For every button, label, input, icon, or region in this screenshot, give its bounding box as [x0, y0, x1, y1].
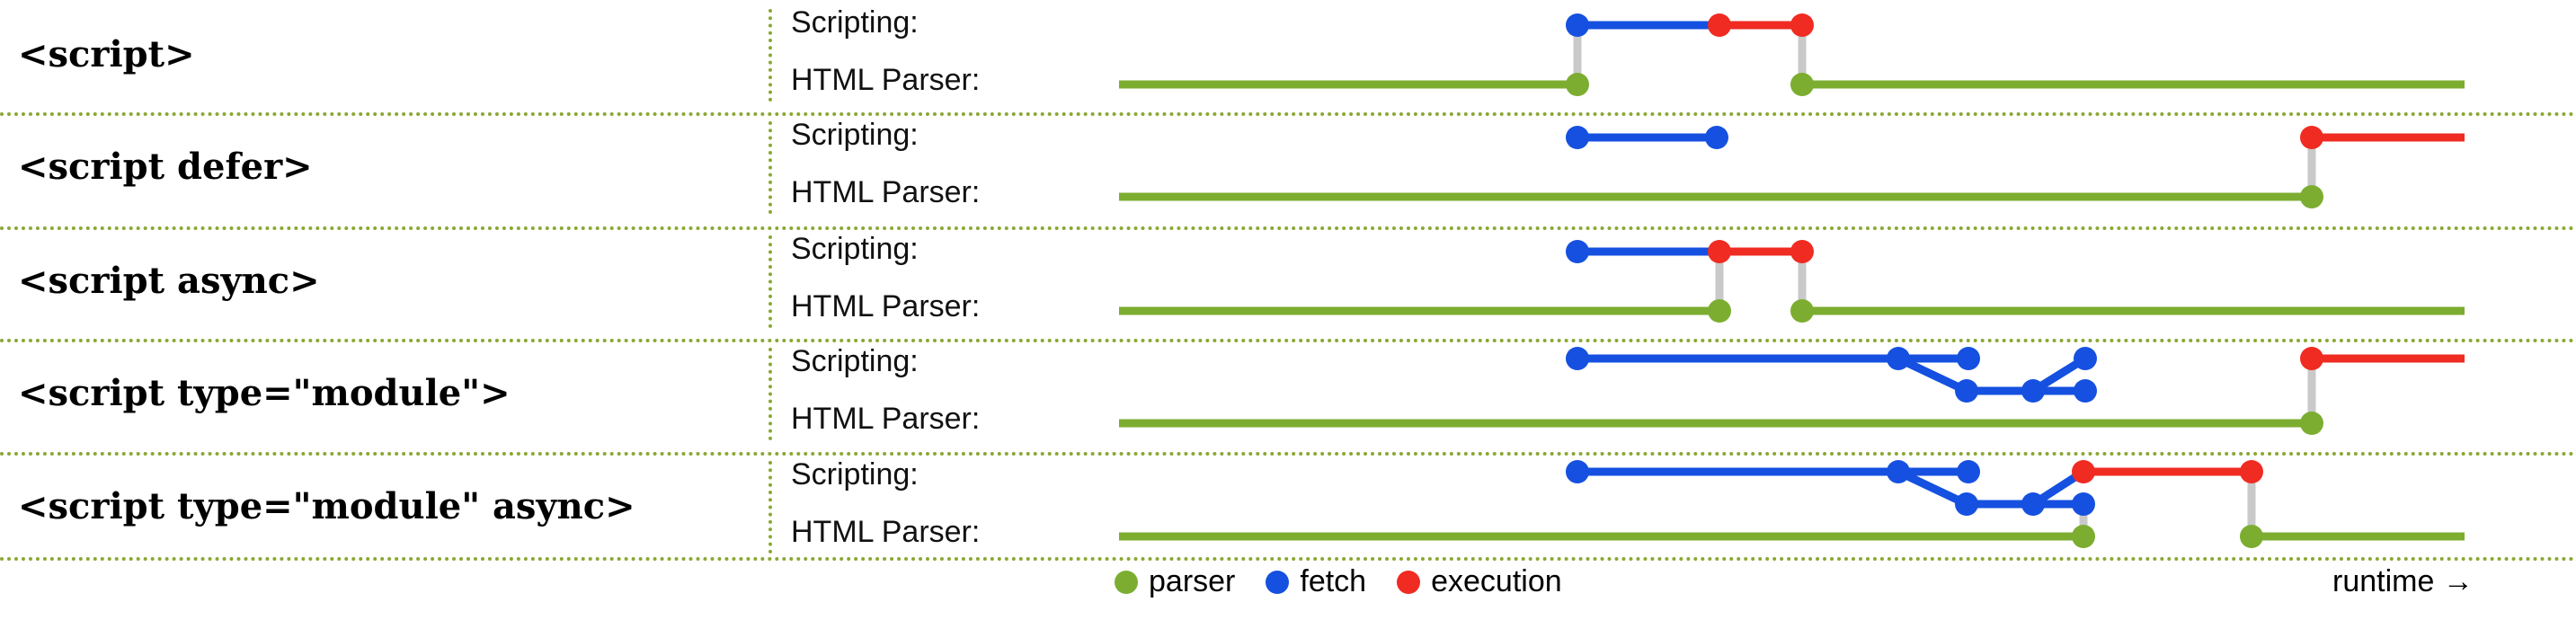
fetch-node: [1566, 126, 1589, 149]
case-label-script-defer: <script defer>: [18, 145, 313, 188]
legend-item-parser: parser: [1115, 564, 1235, 599]
legend-label: fetch: [1300, 564, 1367, 598]
case-label-script-module-async: <script type="module" async>: [18, 484, 635, 527]
fetch-node: [2072, 492, 2095, 516]
fetch-node: [1957, 347, 1980, 370]
execution-node: [2240, 460, 2263, 483]
fetch-node: [1566, 347, 1589, 370]
legend: parser fetch execution: [1115, 564, 1593, 599]
fetch-node: [1887, 347, 1910, 370]
case-label-script-module: <script type="module">: [18, 371, 511, 414]
circle-icon: [1115, 570, 1138, 594]
circle-icon: [1266, 570, 1290, 594]
column-separator: [768, 121, 772, 214]
scripting-track-label: Scripting:: [791, 5, 919, 40]
row-separator: [0, 339, 2576, 342]
html-parser-track-label: HTML Parser:: [791, 402, 981, 436]
scripting-track-label: Scripting:: [791, 457, 919, 492]
scripting-track-label: Scripting:: [791, 118, 919, 152]
timeline-track-script-module-async: [1119, 460, 2465, 548]
html-parser-track-label: HTML Parser:: [791, 515, 981, 549]
html-parser-track-label: HTML Parser:: [791, 63, 981, 97]
legend-label: execution: [1431, 564, 1562, 598]
circle-icon: [1397, 570, 1421, 594]
execution-node: [2300, 126, 2323, 149]
parser-node: [1790, 299, 1814, 323]
html-parser-track-label: HTML Parser:: [791, 289, 981, 323]
parser-node: [2300, 185, 2323, 208]
legend-item-execution: execution: [1397, 564, 1562, 599]
fetch-node: [1566, 240, 1589, 263]
fetch-node: [1705, 126, 1728, 149]
row-separator: [0, 226, 2576, 230]
timeline-row: <script defer> Scripting: HTML Parser:: [0, 112, 2576, 225]
parser-node: [1790, 73, 1814, 96]
fetch-node: [1955, 379, 1978, 403]
case-label-script-async: <script async>: [18, 259, 320, 302]
fetch-node: [2021, 379, 2045, 403]
timeline-track-script-plain: [1119, 13, 2465, 96]
timeline-row: <script async> Scripting: HTML Parser:: [0, 226, 2576, 339]
timeline-track-script-defer: [1119, 126, 2465, 208]
legend-item-fetch: fetch: [1266, 564, 1366, 599]
scripting-track-label: Scripting:: [791, 232, 919, 266]
timeline-track-script-async: [1119, 240, 2465, 323]
execution-node: [1790, 240, 1814, 263]
fetch-segment: [1896, 467, 1968, 509]
fetch-node: [1566, 460, 1589, 483]
column-separator: [768, 9, 772, 102]
parser-node: [2240, 525, 2263, 548]
legend-label: parser: [1149, 564, 1236, 598]
case-label-script-plain: <script>: [18, 32, 195, 75]
execution-node: [1790, 13, 1814, 37]
scripting-track-label: Scripting:: [791, 344, 919, 378]
parser-node: [1708, 299, 1731, 323]
execution-node: [2072, 460, 2095, 483]
parser-node: [1566, 73, 1589, 96]
fetch-node: [2021, 492, 2045, 516]
fetch-node: [1955, 492, 1978, 516]
runtime-axis-label: runtime →: [2332, 564, 2474, 598]
row-separator: [0, 557, 2576, 561]
parser-node: [2300, 412, 2323, 435]
html-parser-track-label: HTML Parser:: [791, 175, 981, 209]
timeline-row: <script> Scripting: HTML Parser:: [0, 0, 2576, 112]
column-separator: [768, 461, 772, 554]
fetch-node: [1887, 460, 1910, 483]
fetch-node: [1957, 460, 1980, 483]
row-separator: [0, 112, 2576, 116]
column-separator: [768, 235, 772, 328]
fetch-node: [2074, 379, 2097, 403]
column-separator: [768, 348, 772, 440]
execution-node: [1708, 240, 1731, 263]
parser-node: [2072, 525, 2095, 548]
execution-node: [1708, 13, 1731, 37]
timeline-row: <script type="module"> Scripting: HTML Par…: [0, 339, 2576, 451]
execution-node: [2300, 347, 2323, 370]
fetch-node: [2074, 347, 2097, 370]
fetch-segment: [1896, 354, 1968, 395]
row-separator: [0, 452, 2576, 456]
timeline-track-script-module: [1119, 347, 2465, 435]
fetch-node: [1566, 13, 1589, 37]
timeline-row: <script type="module" async> Scripting: HT…: [0, 452, 2576, 564]
